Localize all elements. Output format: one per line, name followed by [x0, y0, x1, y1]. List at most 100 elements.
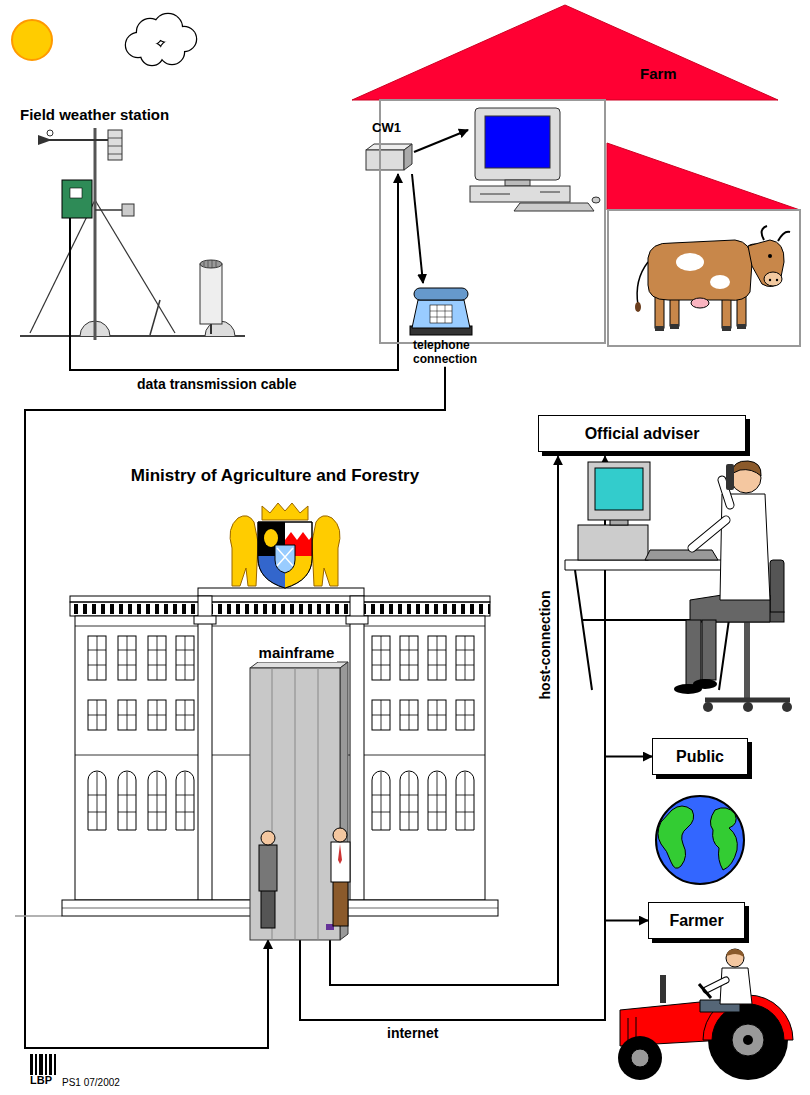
ministry-drawing	[350, 596, 364, 900]
weather-station-drawing	[20, 128, 245, 345]
cow	[648, 240, 752, 300]
ministry-drawing	[118, 700, 136, 730]
farmer-box: Farmer	[648, 902, 745, 939]
cloud	[160, 40, 184, 64]
adviser-figure	[693, 679, 717, 689]
converter-box: CW1	[362, 118, 420, 174]
connector	[412, 174, 423, 283]
node-label: CW1	[372, 120, 420, 136]
adviser-figure	[705, 698, 790, 703]
mainframe-cabinet	[272, 668, 318, 940]
adviser-figure	[578, 525, 648, 560]
converter-device	[366, 130, 468, 170]
cow	[748, 244, 762, 250]
cow	[722, 292, 731, 328]
adviser-figure	[770, 560, 784, 615]
operators	[259, 828, 350, 928]
mainframe-node: mainframe	[245, 642, 348, 940]
adviser-figure	[731, 463, 761, 493]
ministry-drawing	[176, 771, 194, 830]
operators	[338, 844, 342, 864]
globe	[658, 806, 694, 868]
tractor	[618, 1036, 662, 1080]
node-label: Farmer	[669, 911, 723, 930]
adviser-figure	[690, 595, 770, 622]
ministry-drawing	[176, 636, 194, 680]
weather-station-drawing	[108, 138, 122, 154]
ministry-drawing	[198, 596, 212, 900]
cloud	[137, 19, 163, 45]
cloud	[154, 14, 182, 42]
weather-station-drawing	[205, 321, 235, 336]
ministry-drawing	[372, 636, 390, 680]
cow	[635, 302, 641, 312]
globe	[710, 808, 737, 870]
adviser-figure	[702, 620, 716, 680]
farm-house-outline	[608, 210, 800, 346]
coat-of-arms	[230, 516, 258, 586]
connector	[300, 456, 605, 1020]
ministry-drawing	[428, 700, 446, 730]
adviser-figure	[575, 570, 736, 690]
node-label: Field weather station	[20, 106, 260, 124]
telephone-drawing	[430, 305, 452, 323]
coat-of-arms	[230, 503, 340, 588]
cloud	[126, 14, 196, 65]
ministry-drawing	[176, 700, 194, 730]
converter-device	[414, 130, 468, 152]
adviser-figure	[743, 702, 753, 712]
farm-computer	[485, 116, 550, 168]
mainframe-cabinet	[250, 662, 348, 940]
ministry-drawing	[456, 771, 474, 830]
cow	[776, 279, 778, 281]
ministry-drawing	[75, 626, 485, 755]
cow	[768, 254, 772, 258]
farm-computer	[505, 180, 530, 186]
adviser-figure	[674, 684, 702, 694]
cloud	[126, 33, 150, 57]
cloud	[126, 33, 150, 57]
tractor	[703, 995, 793, 1040]
coat-of-arms	[258, 522, 312, 588]
adviser-figure	[731, 461, 761, 476]
ministry-drawing	[372, 700, 390, 730]
node-label: Farm	[640, 65, 800, 83]
ministry-drawing	[15, 915, 62, 917]
cow	[635, 226, 790, 331]
farm-building: FarmCW1telephone connection	[352, 3, 800, 345]
connector	[330, 456, 558, 985]
telephone-drawing	[414, 288, 468, 300]
coat-of-arms	[258, 556, 285, 588]
tractor	[720, 968, 752, 1004]
weather-station-drawing	[47, 130, 53, 136]
tractor	[726, 949, 744, 967]
public-box: Public	[652, 738, 748, 775]
ministry-drawing	[70, 596, 490, 602]
cloud	[137, 19, 163, 45]
cow	[710, 275, 730, 289]
cow	[691, 298, 709, 308]
weather-station-drawing	[122, 204, 134, 216]
ministry-drawing	[428, 771, 446, 830]
farm-computer	[475, 108, 560, 180]
tractor	[660, 975, 666, 1003]
logo-text: LBP	[30, 1074, 52, 1087]
telephone-drawing	[412, 300, 470, 328]
node-label: Public	[676, 747, 724, 766]
ministry-drawing	[62, 908, 498, 909]
ministry-drawing	[148, 636, 166, 680]
tractor	[618, 949, 793, 1080]
adviser-figure	[645, 550, 718, 560]
cow	[769, 279, 771, 281]
ministry-drawing	[148, 771, 166, 830]
ministry-drawing	[198, 588, 364, 598]
weather-station-drawing	[30, 200, 95, 333]
cloud	[126, 14, 196, 65]
coat-of-arms	[262, 503, 308, 520]
adviser-figure	[595, 468, 643, 510]
weather-station: Field weather station	[10, 104, 260, 345]
ministry-drawing	[148, 700, 166, 730]
ministry-drawing	[372, 771, 390, 830]
tractor	[726, 949, 744, 957]
